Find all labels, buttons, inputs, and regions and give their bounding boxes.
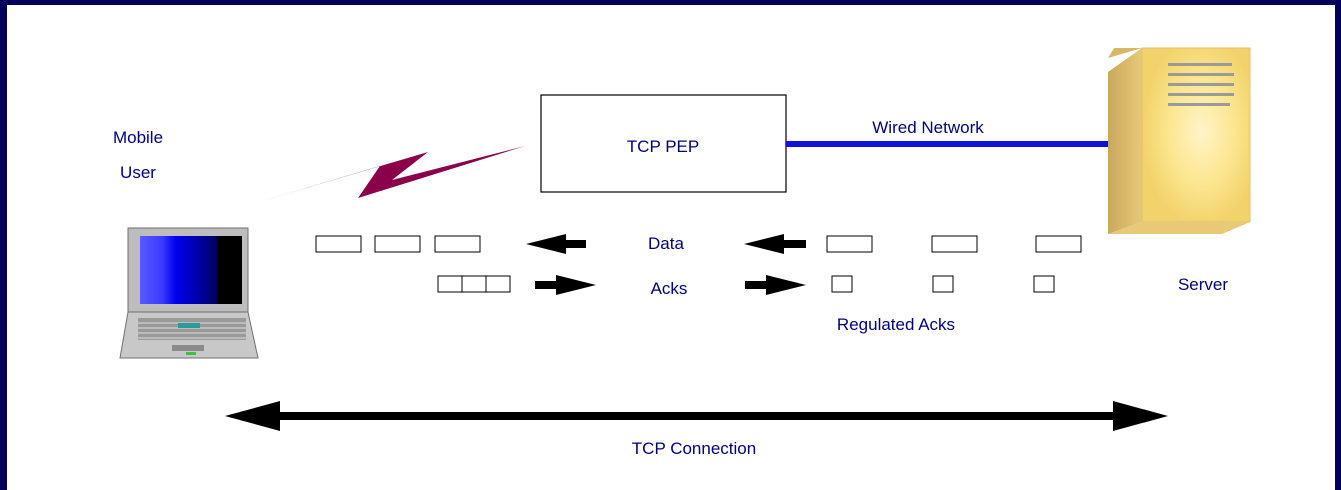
data-packet xyxy=(1035,235,1082,253)
server-label: Server xyxy=(1178,275,1228,294)
data-packet xyxy=(434,235,481,253)
ack-arrow-right-1 xyxy=(535,275,596,295)
tcp-connection-arrow xyxy=(225,401,1168,431)
ack-packets-server-side xyxy=(831,275,1055,293)
ack-packet xyxy=(932,275,954,293)
tcp-pep-label: TCP PEP xyxy=(627,137,699,156)
acks-label: Acks xyxy=(651,279,688,298)
wired-network-label: Wired Network xyxy=(872,118,984,137)
tcp-pep-box xyxy=(540,94,787,193)
regulated-acks-label: Regulated Acks xyxy=(837,315,955,334)
frame-right xyxy=(1335,0,1341,490)
ack-packet xyxy=(831,275,853,293)
ack-packet xyxy=(437,275,463,293)
data-packets-server-side xyxy=(826,235,1082,253)
laptop-icon xyxy=(119,227,259,359)
ack-packet xyxy=(461,275,487,293)
data-arrow-left-2 xyxy=(744,234,806,254)
data-packet xyxy=(374,235,421,253)
ack-packet xyxy=(485,275,511,293)
ack-packets-mobile-side xyxy=(437,275,511,293)
wired-network-line xyxy=(786,141,1112,147)
frame-left xyxy=(0,0,7,490)
mobile-user-label-line2: User xyxy=(120,163,156,182)
tcp-connection-label: TCP Connection xyxy=(632,439,756,458)
data-packet xyxy=(315,235,362,253)
data-packet xyxy=(826,235,873,253)
data-packet xyxy=(931,235,978,253)
data-label: Data xyxy=(648,234,684,253)
ack-arrow-right-2 xyxy=(745,275,806,295)
ack-packet xyxy=(1033,275,1055,293)
data-arrow-left-1 xyxy=(526,234,586,254)
mobile-user-label-line1: Mobile xyxy=(113,128,163,147)
lightning-bolt-icon xyxy=(252,146,525,204)
server-icon xyxy=(1108,47,1251,234)
data-packets-mobile-side xyxy=(315,235,481,253)
frame-top xyxy=(0,0,1341,5)
